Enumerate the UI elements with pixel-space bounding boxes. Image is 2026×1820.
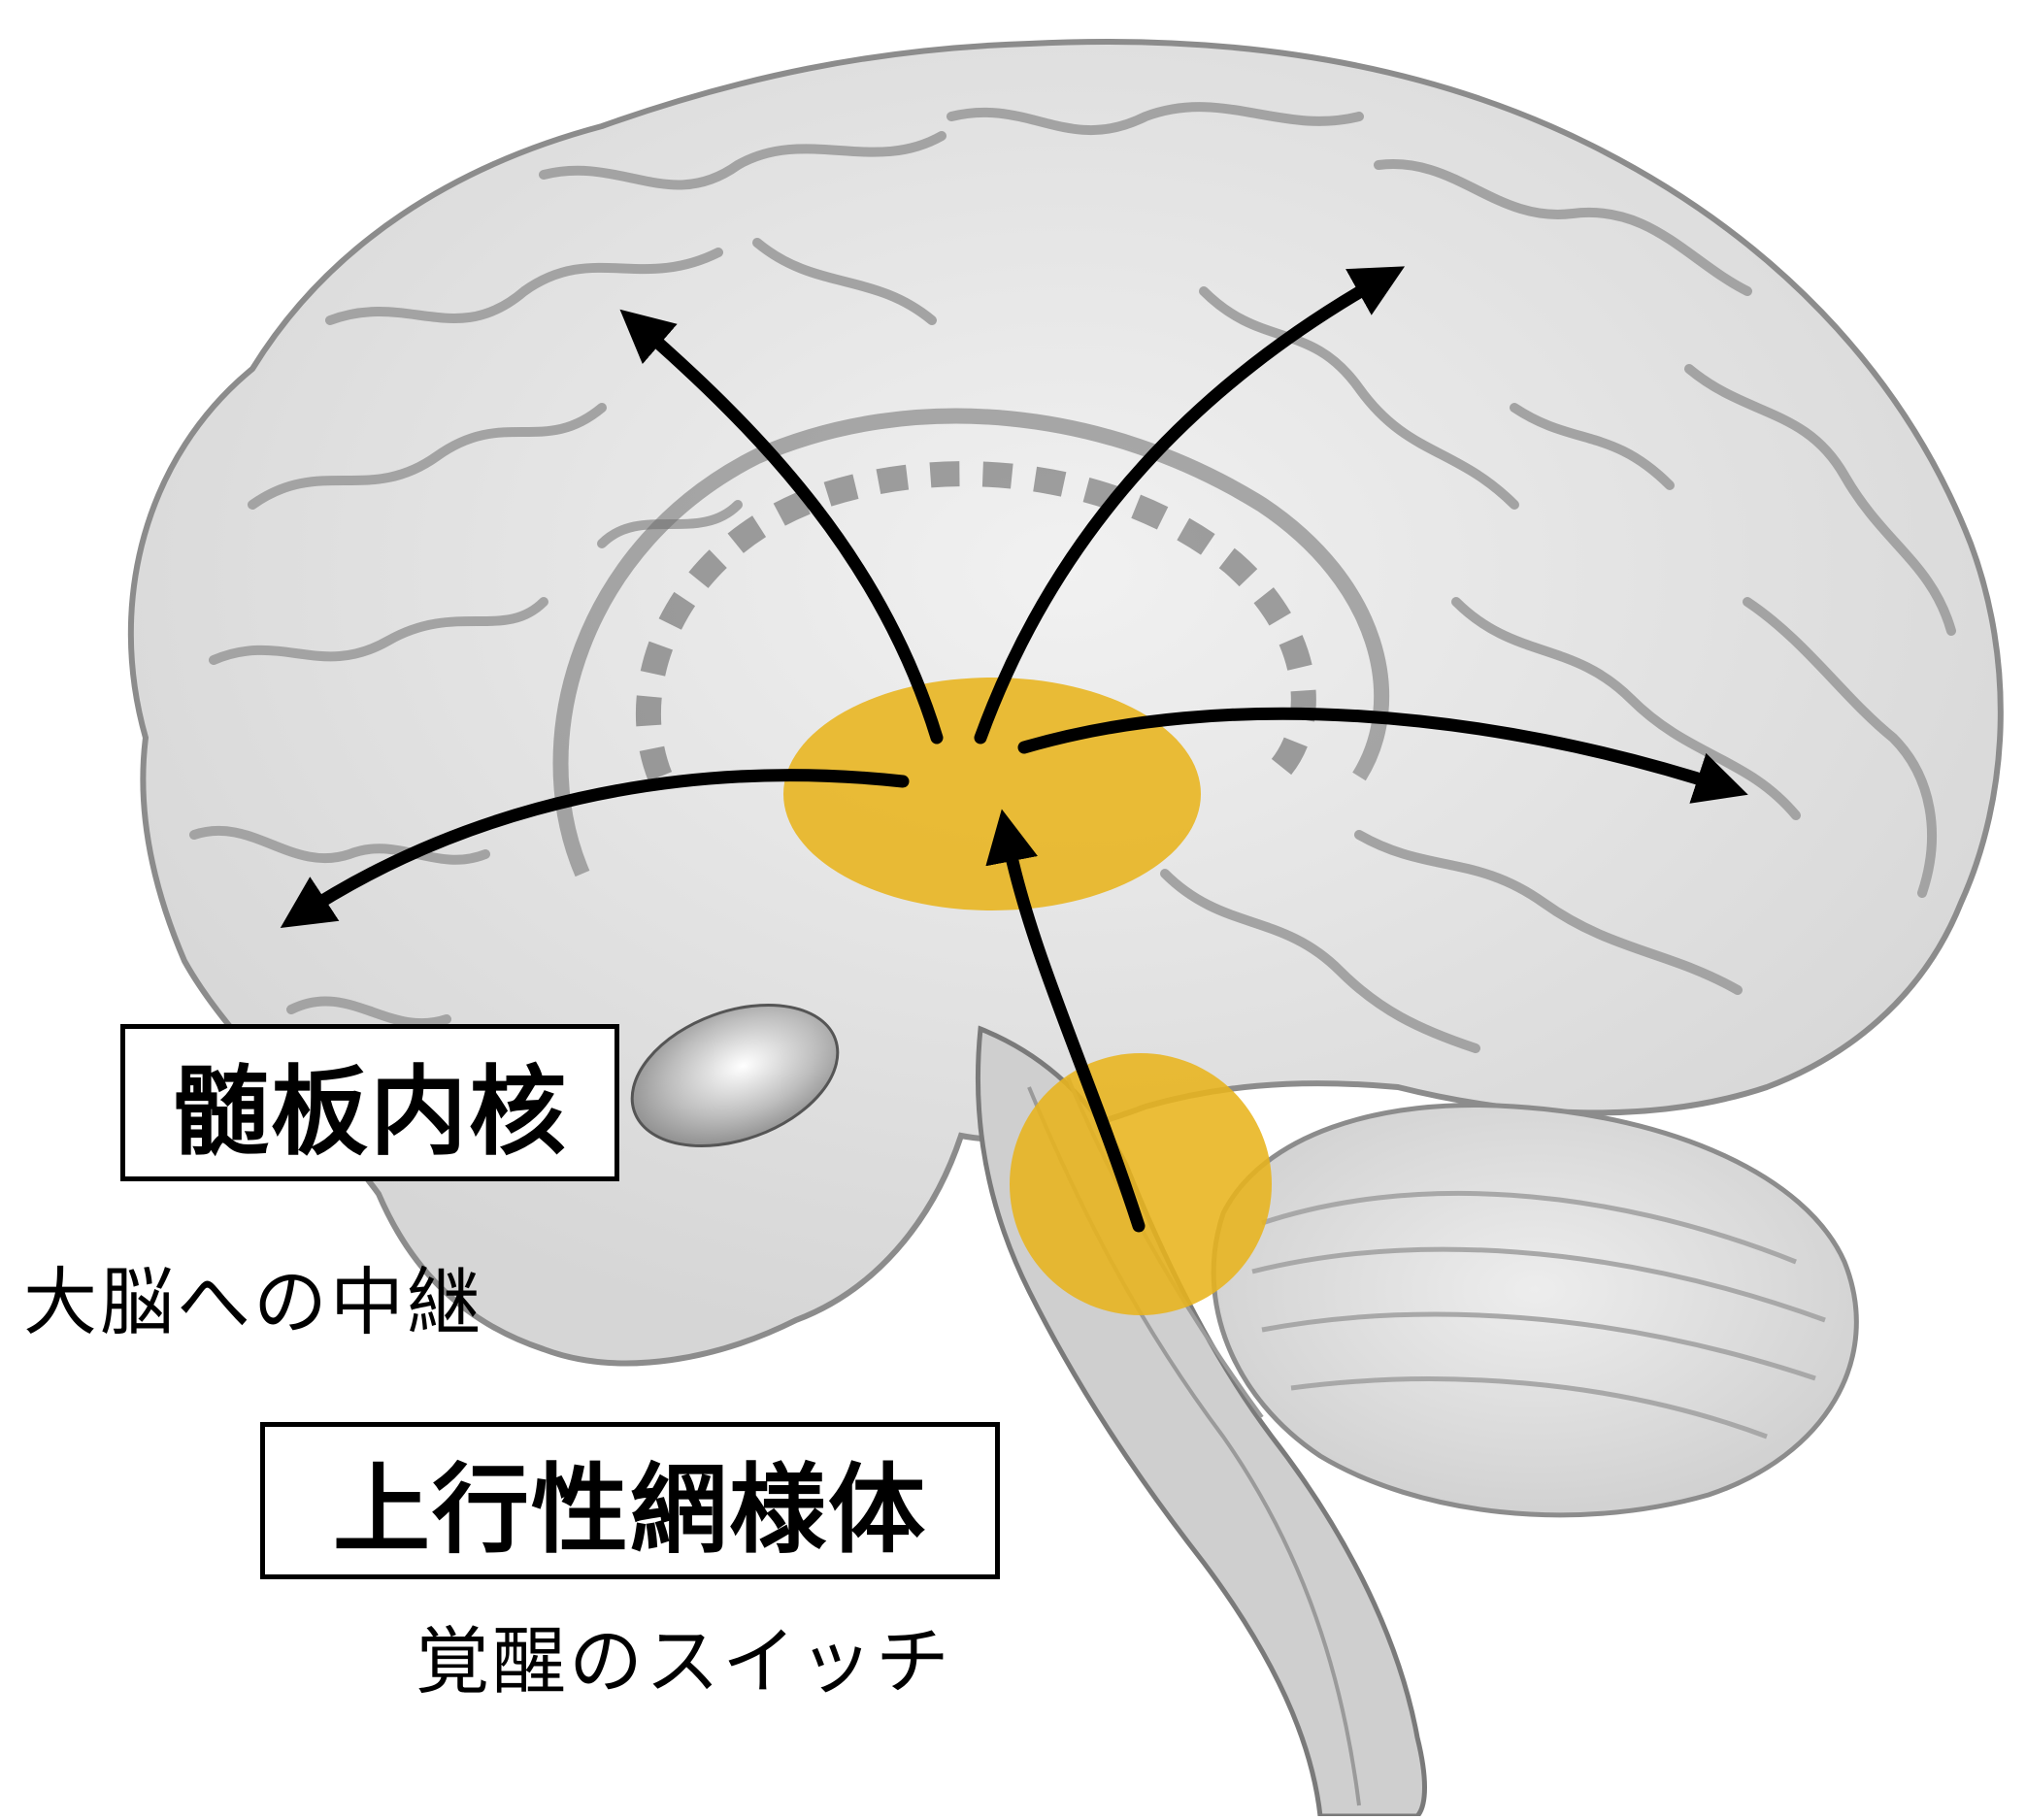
reticular-formation-highlight [1010,1053,1272,1315]
reticular-formation-label: 上行性網様体 [260,1422,1000,1579]
thalamus-caption: 大脳への中継 [23,1259,483,1345]
reticular-formation-caption: 覚醒のスイッチ [415,1618,952,1704]
arrow-up-from-reticular [985,809,1146,1233]
arrow-left [280,769,910,929]
thalamus-label: 髄板内核 [120,1024,619,1181]
gyri-folds [189,102,1956,1053]
cerebellum-shape [1211,1102,1859,1518]
arrow-upper-left [619,309,944,745]
cerebellum-folia [1251,1190,1826,1439]
limbic-arc [552,408,1390,877]
gray-oval-marker [630,1003,840,1148]
corpus-callosum [635,461,1316,781]
arrow-right [1017,707,1748,804]
arrow-upper-right [974,266,1406,745]
